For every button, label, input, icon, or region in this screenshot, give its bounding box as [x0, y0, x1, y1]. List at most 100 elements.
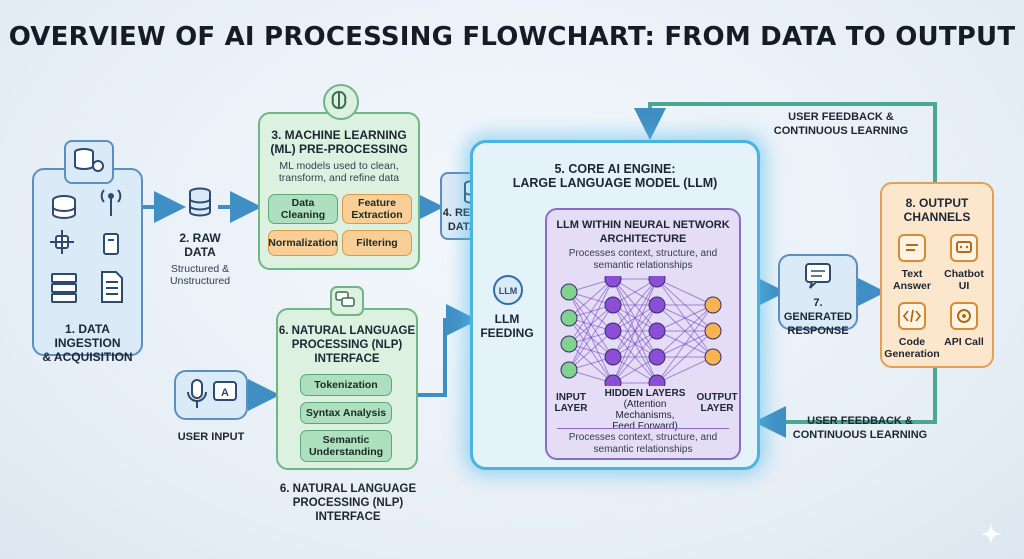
sparkle-icon	[980, 523, 1002, 545]
feedback-bottom-2: CONTINUOUS LEARNING	[792, 429, 928, 441]
raw-data-sub-1: Structured &	[170, 263, 230, 275]
nn-connection	[656, 304, 714, 358]
nn-connection	[656, 304, 714, 384]
chip-feature-extraction: Feature Extraction	[342, 194, 412, 224]
nn-connection	[612, 304, 658, 384]
data-source-icons	[50, 189, 123, 303]
nn-connection	[568, 278, 614, 371]
user-input-label: USER INPUT	[177, 431, 245, 443]
nn-node-output-2	[704, 322, 722, 340]
chip-tokenization: Tokenization	[300, 374, 392, 396]
nn-connection	[656, 356, 714, 384]
page-title: OVERVIEW OF AI PROCESSING FLOWCHART: FRO…	[8, 22, 1016, 52]
nn-node-input-2	[560, 309, 578, 327]
ingestion-label-1: 1. DATA INGESTION	[54, 322, 121, 350]
output-layer-label-1: OUTPUT	[696, 392, 738, 403]
nlp-caption-1: 6. NATURAL LANGUAGE	[279, 483, 417, 495]
nn-connection	[568, 278, 614, 319]
nlp-label-1: 6. NATURAL LANGUAGE	[278, 325, 416, 337]
chip-syntax-analysis: Syntax Analysis	[300, 402, 392, 424]
nn-node-hidden-2-4	[648, 348, 666, 366]
nlp-caption-2: PROCESSING (NLP)	[292, 497, 404, 509]
nn-title-1: LLM WITHIN NEURAL NETWORK	[556, 219, 730, 231]
nn-node-input-1	[560, 283, 578, 301]
nn-desc-2: semantic relationships	[593, 260, 693, 271]
nn-node-hidden-1-5	[604, 374, 622, 386]
user-input-box: A	[174, 370, 248, 420]
nn-node-input-4	[560, 361, 578, 379]
code-generation-icon	[898, 302, 926, 330]
nn-connection	[656, 304, 714, 332]
nn-footer-1: Processes context, structure, and	[568, 432, 718, 443]
nn-connection	[568, 278, 614, 345]
ingestion-label-2: & ACQUISITION	[42, 350, 133, 364]
text-answer-icon	[898, 234, 926, 262]
nlp-label-3: INTERFACE	[314, 353, 380, 365]
output-channels-box: 8. OUTPUT CHANNELS Text Answer Chatbot U…	[880, 182, 994, 368]
input-layer-label-2: LAYER	[554, 403, 588, 414]
ml-preprocessing-box: 3. MACHINE LEARNING (ML) PRE-PROCESSING …	[258, 112, 420, 270]
mic-and-text-icon: A	[187, 379, 237, 408]
nn-node-hidden-1-4	[604, 348, 622, 366]
nn-node-hidden-2-3	[648, 322, 666, 340]
generated-response-box: 7. GENERATED RESPONSE	[778, 254, 858, 337]
input-layer-label-1: INPUT	[556, 392, 586, 403]
brain-icon	[323, 84, 359, 120]
generated-label-1: 7. GENERATED	[783, 297, 853, 323]
nn-connection	[612, 278, 658, 306]
output-layer-label-2: LAYER	[700, 403, 734, 414]
data-ingestion-box: 1. DATA INGESTION & ACQUISITION	[32, 168, 143, 364]
llm-icon-text: LLM	[499, 286, 518, 296]
ml-label-2: (ML) PRE-PROCESSING	[270, 142, 408, 156]
core-ai-label-1: 5. CORE AI ENGINE:	[554, 162, 676, 176]
nn-title-2: ARCHITECTURE	[599, 233, 687, 245]
nn-connection	[612, 278, 658, 332]
nn-node-input-3	[560, 335, 578, 353]
nn-connection	[568, 304, 614, 371]
llm-feeding-icon: LLM	[490, 272, 526, 308]
nn-connection	[656, 278, 714, 306]
ml-desc-2: transform, and refine data	[278, 172, 400, 184]
database-gear-icon	[64, 140, 114, 184]
raw-data-sub-2: Unstructured	[169, 275, 231, 287]
raw-database-icon	[189, 187, 211, 217]
llm-feeding-label-2: FEEDING	[480, 326, 534, 340]
output-item-3-line-1: Code	[898, 336, 926, 348]
user-input-icon-text: A	[221, 387, 229, 399]
output-item-4-line-1: API Call	[944, 336, 984, 348]
api-call-gear-icon	[950, 302, 978, 330]
arrow-nlp-to-llm	[418, 304, 478, 397]
nn-footer-2: semantic relationships	[593, 444, 693, 455]
nn-connection	[612, 278, 658, 384]
neural-network-graph	[560, 276, 722, 386]
llm-feeding-label-1: LLM	[494, 312, 520, 326]
nn-desc-1: Processes context, structure, and	[568, 248, 718, 259]
generated-label-2: RESPONSE	[787, 325, 849, 337]
nn-node-hidden-2-1	[648, 276, 666, 288]
hidden-layers-label: HIDDEN LAYERS	[604, 388, 686, 399]
chip-semantic-understanding: Semantic Understanding	[300, 430, 392, 462]
ml-label-1: 3. MACHINE LEARNING	[271, 128, 407, 142]
nn-node-hidden-2-5	[648, 374, 666, 386]
response-bubble-icon	[805, 263, 831, 289]
nn-node-hidden-2-2	[648, 296, 666, 314]
nn-connection	[612, 330, 658, 384]
hidden-layers-sub-2: Feed Forward)	[612, 421, 678, 432]
nlp-label-2: PROCESSING (NLP)	[291, 339, 403, 351]
raw-data-label: 2. RAW DATA	[179, 231, 221, 259]
chatbot-ui-icon	[950, 234, 978, 262]
output-item-2-line-2: UI	[958, 280, 970, 292]
nlp-interface-box: 6. NATURAL LANGUAGE PROCESSING (NLP) INT…	[276, 308, 418, 470]
output-item-2-line-1: Chatbot	[944, 268, 984, 280]
raw-data-block: 2. RAW DATA Structured & Unstructured	[162, 186, 238, 287]
nn-connection	[656, 330, 714, 384]
nn-node-hidden-1-1	[604, 276, 622, 288]
chip-normalization: Normalization	[268, 230, 338, 256]
nn-connection	[612, 278, 658, 358]
output-item-1-line-1: Text	[901, 268, 923, 280]
nlp-caption-3: INTERFACE	[315, 511, 381, 523]
chip-filtering: Filtering	[342, 230, 412, 256]
feedback-bottom-1: USER FEEDBACK &	[807, 415, 913, 427]
neural-network-box: LLM WITHIN NEURAL NETWORK ARCHITECTURE P…	[545, 208, 741, 460]
nn-node-hidden-1-3	[604, 322, 622, 340]
